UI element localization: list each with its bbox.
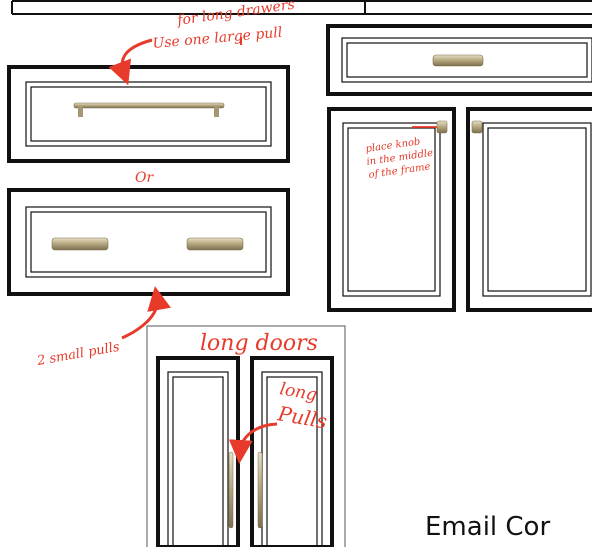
upper-door-right bbox=[468, 109, 592, 310]
long-pull-icon bbox=[229, 452, 233, 528]
long-drawer-two-small-pulls bbox=[9, 190, 288, 294]
cup-pull-icon bbox=[187, 238, 243, 250]
long-doors-heading: long doors bbox=[200, 331, 318, 356]
or-label: Or bbox=[135, 170, 154, 186]
top-table-border bbox=[12, 1, 592, 14]
curved-arrow-icon bbox=[122, 298, 157, 338]
cup-pull-icon bbox=[52, 238, 108, 250]
knob-icon bbox=[472, 121, 482, 133]
long-door-left bbox=[158, 358, 238, 547]
long-pull-icon bbox=[258, 452, 262, 528]
small-pulls-note: 2 small pulls bbox=[35, 340, 121, 369]
email-contact-text: Email Cor bbox=[425, 512, 550, 542]
top-right-drawer bbox=[328, 26, 592, 94]
long-drawer-large-pull bbox=[9, 67, 288, 161]
long-drawers-note-line2: Use one large pull bbox=[152, 25, 283, 52]
cup-pull-icon bbox=[433, 55, 483, 66]
knob-icon bbox=[437, 121, 447, 133]
upper-door-left bbox=[329, 109, 454, 310]
